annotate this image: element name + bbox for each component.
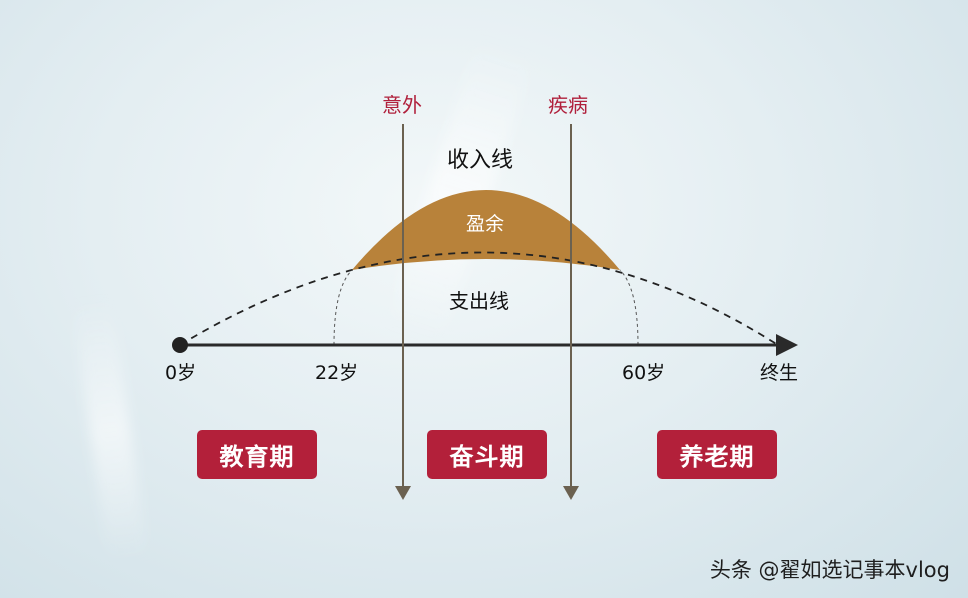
phase-struggle-badge: 奋斗期 [427, 430, 547, 479]
phase-education-badge: 教育期 [197, 430, 317, 479]
phase-retirement-badge: 养老期 [657, 430, 777, 479]
accident-arrowhead [395, 486, 411, 500]
expense-curve [179, 251, 779, 346]
axis-label-22: 22岁 [315, 362, 359, 384]
surplus-area [352, 190, 620, 270]
guide-arc-60 [619, 269, 639, 346]
illness-label: 疾病 [548, 93, 588, 117]
axis-label-0: 0岁 [165, 362, 197, 384]
illness-arrowhead [563, 486, 579, 500]
expense-line-label: 支出线 [449, 289, 509, 313]
guide-arc-22 [333, 269, 353, 346]
timeline-arrowhead [776, 334, 798, 356]
watermark: 头条 @翟如选记事本vlog [709, 558, 950, 582]
axis-label-end: 终生 [760, 362, 799, 384]
accident-label: 意外 [382, 93, 422, 117]
income-line-label: 收入线 [447, 148, 514, 173]
surplus-label: 盈余 [466, 213, 505, 235]
timeline-start-dot [172, 337, 188, 353]
axis-label-60: 60岁 [622, 362, 666, 384]
